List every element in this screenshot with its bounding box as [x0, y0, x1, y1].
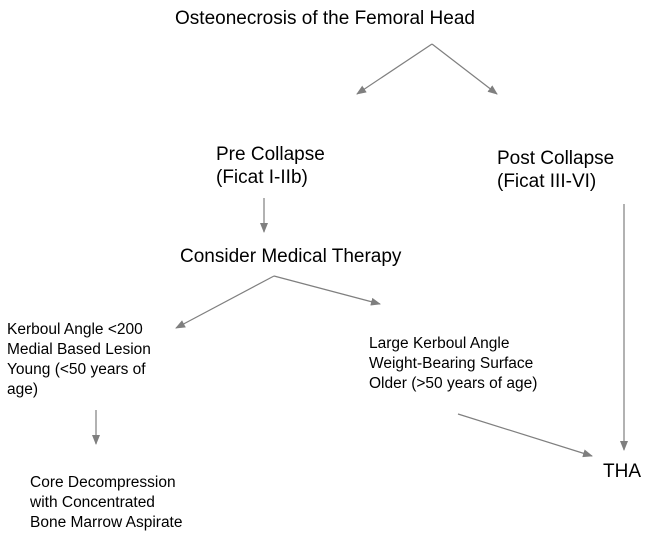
kerboul-large-line-2: Weight-Bearing Surface	[369, 355, 534, 373]
post-collapse-node: Post Collapse (Ficat III-VI)	[497, 147, 614, 193]
post-collapse-line-2: (Ficat III-VI)	[497, 171, 597, 193]
edge-title-to-pre-collapse	[356, 43, 433, 95]
kerboul-small-node: Kerboul Angle <200 Medial Based Lesion Y…	[7, 320, 151, 401]
pre-collapse-line-2: (Ficat I-IIb)	[216, 167, 308, 189]
kerboul-large-line-1: Large Kerboul Angle	[369, 335, 510, 352]
tha-line: THA	[603, 461, 641, 482]
post-collapse-line-1: Post Collapse	[497, 148, 615, 169]
title-node: Osteonecrosis of the Femoral Head	[0, 7, 650, 30]
kerboul-small-line-4: age)	[7, 381, 39, 399]
pre-collapse-line-1: Pre Collapse	[216, 144, 325, 165]
kerboul-large-line-3: Older (>50 years of age)	[369, 375, 538, 393]
edge-medical-to-kerboul-large	[273, 275, 381, 306]
medical-therapy-node: Consider Medical Therapy	[180, 245, 401, 268]
medical-therapy-line: Consider Medical Therapy	[180, 246, 402, 267]
core-decompression-node: Core Decompression with Concentrated Bon…	[30, 473, 183, 533]
core-decompression-line-2: with Concentrated	[30, 494, 155, 512]
edge-kerboul-large-to-tha	[457, 413, 593, 458]
title-line: Osteonecrosis of the Femoral Head	[175, 8, 475, 29]
core-decompression-line-1: Core Decompression	[30, 474, 176, 491]
pre-collapse-node: Pre Collapse (Ficat I-IIb)	[216, 143, 325, 189]
kerboul-large-node: Large Kerboul Angle Weight-Bearing Surfa…	[369, 334, 537, 394]
tha-node: THA	[603, 460, 641, 483]
kerboul-small-line-3: Young (<50 years of	[7, 361, 146, 379]
kerboul-small-line-2: Medial Based Lesion	[7, 341, 151, 359]
kerboul-small-line-1: Kerboul Angle <200	[7, 321, 143, 338]
core-decompression-line-3: Bone Marrow Aspirate	[30, 514, 183, 532]
edge-title-to-post-collapse	[431, 43, 498, 95]
edge-medical-to-kerboul-small	[175, 275, 275, 329]
